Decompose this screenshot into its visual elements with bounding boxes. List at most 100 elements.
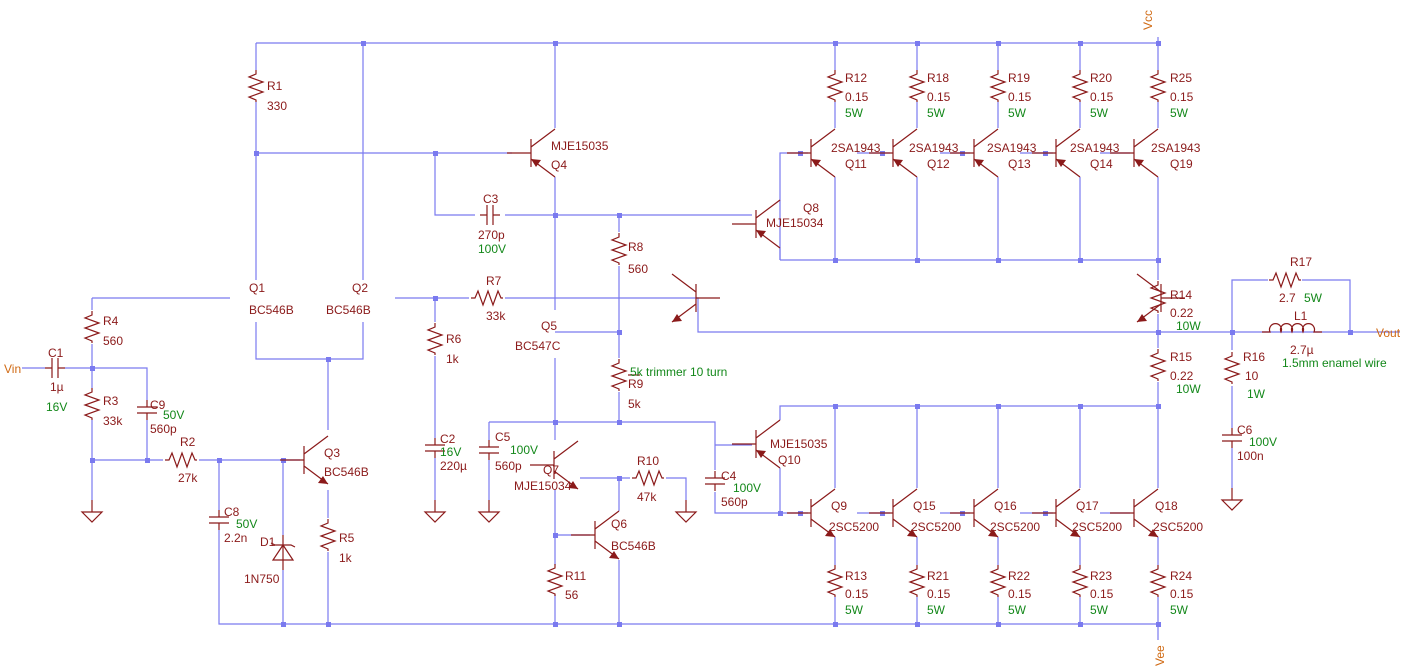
q16-ref: Q16	[994, 499, 1017, 513]
labels: Vcc Vee Vin Vout R1 330 R4 560 R3 33k C1…	[4, 10, 1401, 666]
r25-value: 0.15	[1170, 90, 1194, 104]
c6-ref: C6	[1237, 423, 1253, 437]
r24-symbol	[1150, 564, 1166, 598]
r1-value: 330	[267, 99, 287, 113]
r8-symbol	[611, 232, 627, 266]
ground-icon	[1221, 487, 1243, 511]
q17-ref: Q17	[1076, 499, 1099, 513]
r11-value: 56	[565, 588, 579, 602]
c9-rating: 50V	[163, 408, 184, 422]
r16-symbol	[1224, 351, 1240, 385]
r16-value: 10	[1245, 369, 1259, 383]
r2-value: 27k	[178, 471, 198, 485]
q8-part: MJE15034	[766, 216, 824, 230]
r4-symbol	[84, 310, 100, 344]
r5-ref: R5	[339, 531, 355, 545]
r12-value: 0.15	[845, 90, 869, 104]
r22-value: 0.15	[1008, 587, 1032, 601]
r21-symbol	[909, 564, 925, 598]
r16-power: 1W	[1247, 387, 1266, 401]
c8-ref: C8	[224, 505, 240, 519]
r22-symbol	[990, 564, 1006, 598]
symbols	[44, 69, 1322, 598]
r15-symbol	[1150, 348, 1166, 382]
c5-rating: 100V	[510, 443, 538, 457]
l1-note: 1.5mm enamel wire	[1282, 356, 1387, 370]
r17-ref: R17	[1290, 255, 1312, 269]
r19-symbol	[990, 69, 1006, 103]
c4-value: 560p	[721, 495, 748, 509]
r10-ref: R10	[637, 454, 659, 468]
r8-value: 560	[628, 262, 648, 276]
r4-value: 560	[103, 334, 123, 348]
q10-ref: Q10	[778, 453, 801, 467]
c3-rating: 100V	[478, 242, 506, 256]
q2-ref: Q2	[352, 281, 368, 295]
r18-value: 0.15	[927, 90, 951, 104]
q17-part: 2SC5200	[1072, 520, 1122, 534]
c5-ref: C5	[495, 430, 511, 444]
r5-symbol	[320, 518, 336, 552]
r19-ref: R19	[1008, 71, 1030, 85]
c3-value: 270p	[478, 228, 505, 242]
c2-rating: 16V	[440, 445, 461, 459]
ground-icon	[478, 499, 500, 523]
q11-symbol	[786, 128, 836, 178]
q11-part: 2SA1943	[831, 141, 881, 155]
q15-part: 2SC5200	[911, 520, 961, 534]
c8-value: 2.2n	[224, 531, 247, 545]
r15-power: 10W	[1176, 382, 1201, 396]
c3-ref: C3	[483, 192, 499, 206]
r3-ref: R3	[103, 394, 119, 408]
r12-ref: R12	[845, 71, 867, 85]
r10-value: 47k	[637, 490, 657, 504]
r15-ref: R15	[1170, 350, 1192, 364]
q3-ref: Q3	[324, 446, 340, 460]
r18-symbol	[909, 69, 925, 103]
r14-power: 10W	[1176, 319, 1201, 333]
r20-symbol	[1072, 69, 1088, 103]
r24-power: 5W	[1170, 603, 1189, 617]
vout-label: Vout	[1376, 326, 1401, 340]
q5-part: BC547C	[515, 339, 561, 353]
r13-power: 5W	[845, 603, 864, 617]
vee-label: Vee	[1153, 645, 1167, 666]
q9-part: 2SC5200	[829, 520, 879, 534]
vin-label: Vin	[4, 362, 21, 376]
q4-symbol	[506, 128, 556, 178]
r13-symbol	[827, 564, 843, 598]
r17-symbol	[1268, 272, 1302, 288]
l1-inductor-symbol	[1262, 323, 1322, 334]
q7-part: MJE15034	[514, 479, 572, 493]
l1-ref: L1	[1294, 309, 1308, 323]
q18-part: 2SC5200	[1153, 520, 1203, 534]
q13-part: 2SA1943	[987, 141, 1037, 155]
q8-ref: Q8	[803, 201, 819, 215]
q19-ref: Q19	[1170, 157, 1193, 171]
r9-symbol	[611, 358, 627, 392]
r10-symbol	[631, 470, 665, 486]
ground-icon	[675, 499, 697, 523]
r22-ref: R22	[1008, 569, 1030, 583]
r12-power: 5W	[845, 106, 864, 120]
r13-value: 0.15	[845, 587, 869, 601]
r3-value: 33k	[103, 414, 123, 428]
r23-symbol	[1072, 564, 1088, 598]
q1-part: BC546B	[249, 303, 294, 317]
q3-symbol	[279, 435, 329, 485]
c6-value: 100n	[1237, 449, 1264, 463]
r6-value: 1k	[446, 352, 460, 366]
r1-symbol	[248, 69, 264, 103]
q1-ref: Q1	[249, 281, 265, 295]
r9-note: 5k trimmer 10 turn	[630, 365, 727, 379]
r22-power: 5W	[1008, 603, 1027, 617]
c9-ref: C9	[150, 398, 166, 412]
r5-value: 1k	[339, 551, 353, 565]
r18-ref: R18	[927, 71, 949, 85]
r14-value: 0.22	[1170, 306, 1194, 320]
q13-ref: Q13	[1008, 157, 1031, 171]
q4-part: MJE15035	[551, 139, 609, 153]
r3-symbol	[84, 387, 100, 421]
r1-ref: R1	[267, 79, 283, 93]
